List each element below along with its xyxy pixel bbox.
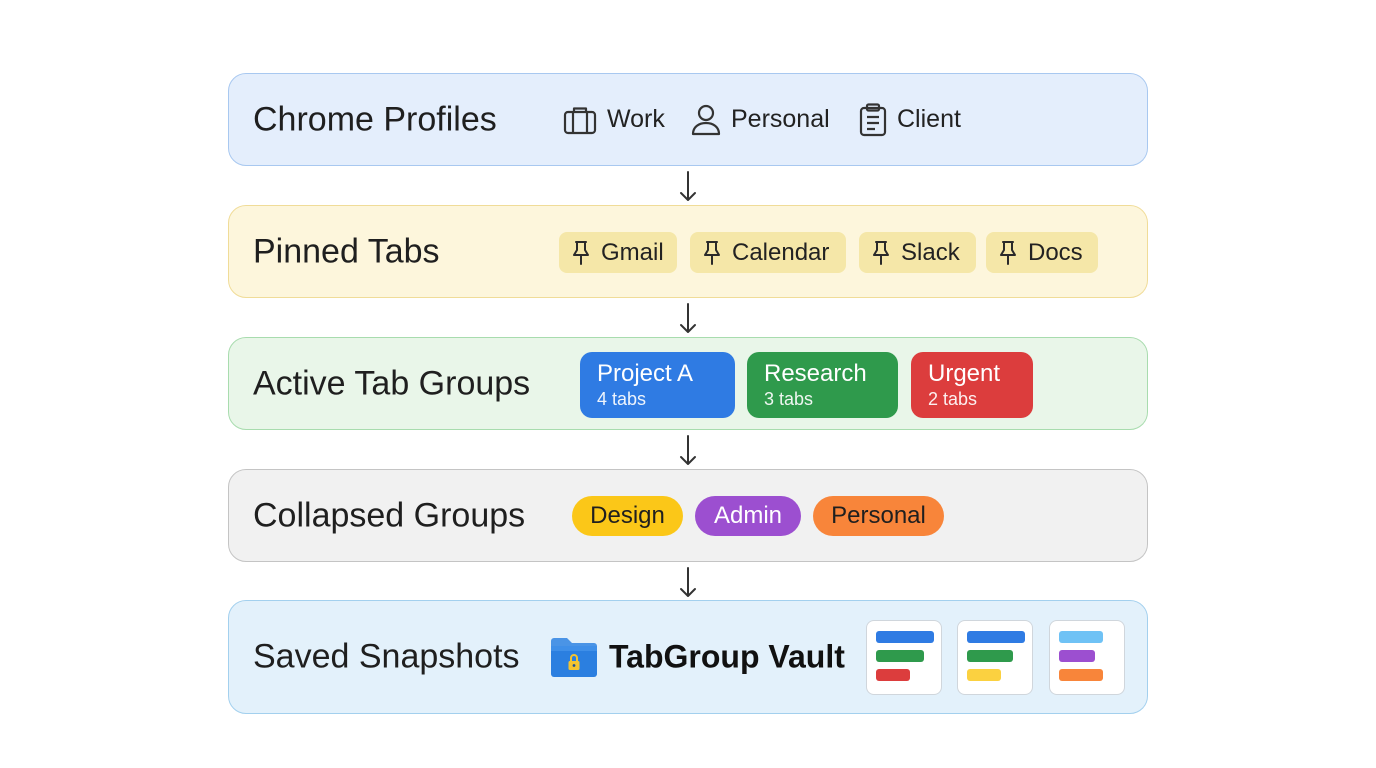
- pin-icon: [702, 240, 722, 266]
- briefcase-icon: [563, 105, 597, 135]
- snapshot-bar: [967, 631, 1025, 643]
- tab-group-name: Urgent: [928, 360, 1001, 387]
- snapshot-thumbnail: [957, 620, 1033, 695]
- layer-collapsed-groups: Collapsed Groups Design Admin Personal: [228, 469, 1148, 562]
- pinned-tab-label: Calendar: [732, 238, 830, 266]
- down-arrow-icon: [678, 302, 698, 336]
- snapshot-thumbnail: [866, 620, 942, 695]
- layer-title: Saved Snapshots: [253, 637, 520, 676]
- layer-chrome-profiles: Chrome Profiles Work Personal: [228, 73, 1148, 166]
- layer-pinned-tabs: Pinned Tabs Gmail Calendar: [228, 205, 1148, 298]
- pinned-tab-label: Docs: [1028, 238, 1083, 266]
- locked-folder-icon: [549, 635, 599, 684]
- layer-title: Pinned Tabs: [253, 232, 440, 270]
- pin-icon: [998, 240, 1018, 266]
- snapshot-bar: [967, 669, 1001, 681]
- profile-label: Work: [607, 105, 665, 133]
- pinned-tab-slack: Slack: [859, 232, 976, 273]
- profile-work: Work: [563, 105, 665, 135]
- tab-group-name: Research: [764, 360, 867, 387]
- profile-personal: Personal: [691, 104, 830, 136]
- tab-group-card: Project A 4 tabs: [580, 352, 735, 418]
- down-arrow-icon: [678, 170, 698, 204]
- pin-icon: [871, 240, 891, 266]
- tab-group-card: Urgent 2 tabs: [911, 352, 1033, 418]
- clipboard-icon: [859, 102, 887, 137]
- tab-group-card: Research 3 tabs: [747, 352, 898, 418]
- pinned-tab-label: Gmail: [601, 238, 664, 266]
- down-arrow-icon: [678, 434, 698, 468]
- pin-icon: [571, 240, 591, 266]
- snapshot-bar: [1059, 631, 1103, 643]
- snapshot-bar: [1059, 650, 1095, 662]
- tab-group-count: 2 tabs: [928, 389, 978, 409]
- profile-client: Client: [859, 102, 961, 137]
- pinned-tab-gmail: Gmail: [559, 232, 677, 273]
- layer-active-tab-groups: Active Tab Groups Project A 4 tabs Resea…: [228, 337, 1148, 430]
- tab-group-count: 4 tabs: [597, 389, 647, 409]
- tab-group-count: 3 tabs: [764, 389, 814, 409]
- snapshot-bar: [876, 669, 910, 681]
- layer-title: Collapsed Groups: [253, 496, 526, 534]
- profile-label: Personal: [731, 105, 830, 133]
- collapsed-group-pill: Design: [572, 496, 683, 536]
- pinned-tab-docs: Docs: [986, 232, 1098, 273]
- snapshot-bar: [967, 650, 1013, 662]
- down-arrow-icon: [678, 566, 698, 600]
- snapshot-bar: [1059, 669, 1103, 681]
- snapshot-bar: [876, 650, 924, 662]
- profile-label: Client: [897, 105, 961, 133]
- snapshot-thumbnail: [1049, 620, 1125, 695]
- snapshot-bar: [876, 631, 934, 643]
- vault-name: TabGroup Vault: [609, 638, 845, 675]
- pinned-tab-label: Slack: [901, 238, 960, 266]
- layer-title: Active Tab Groups: [253, 364, 531, 402]
- layer-title: Chrome Profiles: [253, 100, 497, 138]
- pinned-tab-calendar: Calendar: [690, 232, 846, 273]
- collapsed-group-pill: Personal: [813, 496, 944, 536]
- collapsed-group-pill: Admin: [695, 496, 801, 536]
- person-icon: [691, 104, 721, 136]
- layer-saved-snapshots: Saved Snapshots TabGroup Vault: [228, 600, 1148, 714]
- tab-group-name: Project A: [597, 360, 694, 387]
